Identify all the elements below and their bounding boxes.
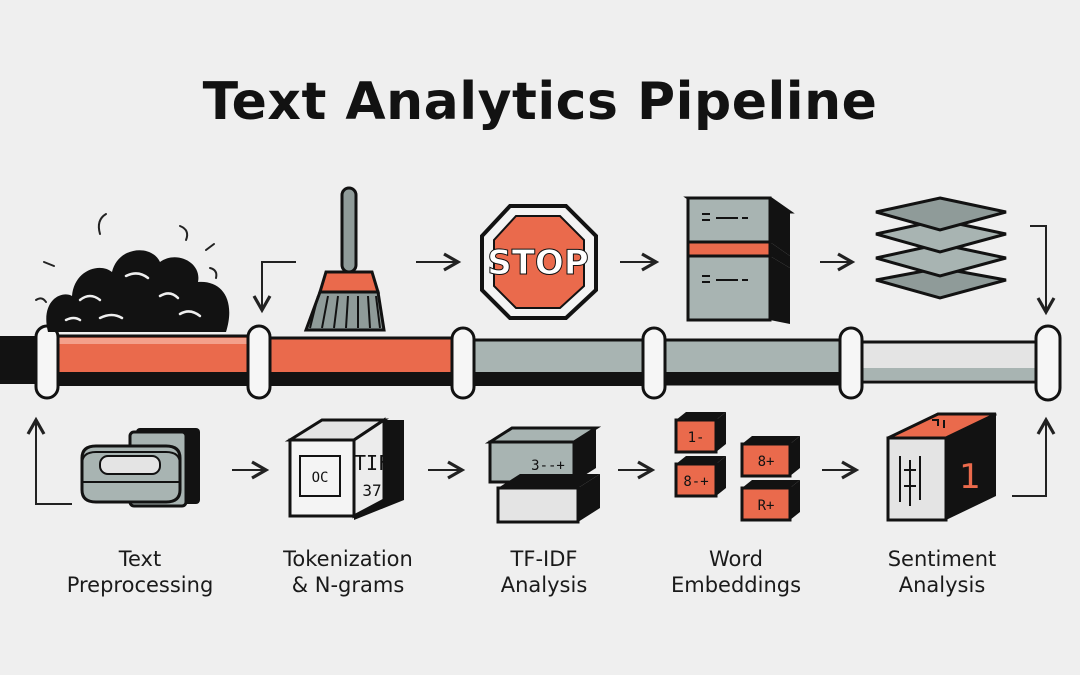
stage-label-line: Embeddings bbox=[670, 573, 802, 597]
embedding-tile: 1- bbox=[674, 412, 726, 454]
stage-label-word-embeddings: Word Embeddings bbox=[636, 546, 836, 598]
tfidf-block-text: 3--+ bbox=[531, 458, 565, 474]
embedding-tile: 8+ bbox=[740, 436, 800, 478]
stage-label-line: TF-IDF bbox=[510, 547, 578, 571]
diagram-title: Text Analytics Pipeline bbox=[202, 72, 878, 132]
embedding-tiles-icon: 1- 8+ 8-+ R+ bbox=[674, 412, 800, 522]
broom-icon bbox=[303, 186, 386, 332]
flow-arrow bbox=[1012, 416, 1056, 497]
pipe bbox=[0, 324, 1062, 402]
stage-label-tfidf: TF-IDF Analysis bbox=[444, 546, 644, 598]
stop-sign-text: STOP bbox=[487, 243, 589, 283]
token-cube-icon: OC TIF 37 bbox=[284, 417, 404, 520]
cube-text-tif: TIF bbox=[354, 451, 390, 475]
tray-device-icon bbox=[80, 428, 200, 508]
stage-label-line: Text bbox=[118, 547, 162, 571]
embedding-tile: 8-+ bbox=[674, 456, 726, 498]
tile-text: R+ bbox=[758, 498, 775, 514]
stage-label-sentiment: Sentiment Analysis bbox=[842, 546, 1042, 598]
flow-arrow bbox=[252, 261, 296, 314]
flow-arrow bbox=[26, 416, 72, 505]
stage-label-text-preprocessing: Text Preprocessing bbox=[40, 546, 240, 598]
stop-sign-icon: STOP bbox=[480, 204, 598, 320]
debris-pile-icon bbox=[35, 213, 230, 332]
pipe-coupling bbox=[450, 326, 476, 400]
pipe-coupling bbox=[1034, 324, 1062, 402]
tile-text: 8-+ bbox=[683, 474, 708, 490]
cube-face-text: OC bbox=[312, 470, 329, 486]
sentiment-cube-icon: 1 bbox=[886, 412, 997, 522]
stage-label-line: Analysis bbox=[898, 573, 986, 597]
stage-label-tokenization: Tokenization & N-grams bbox=[248, 546, 448, 598]
layers-stack-icon bbox=[875, 196, 1007, 300]
tile-text: 8+ bbox=[758, 454, 775, 470]
stage-label-line: Tokenization bbox=[283, 547, 413, 571]
pipe-coupling bbox=[641, 326, 667, 400]
document-blocks-icon bbox=[683, 196, 795, 324]
pipe-coupling bbox=[246, 324, 272, 400]
pipe-coupling bbox=[34, 324, 60, 400]
flow-arrow bbox=[1030, 225, 1056, 316]
tfidf-blocks-icon: 3--+ bbox=[484, 426, 602, 524]
stage-label-line: Preprocessing bbox=[66, 573, 214, 597]
pipe-coupling bbox=[838, 326, 864, 400]
tile-text: 1- bbox=[688, 430, 705, 446]
sentiment-number: 1 bbox=[959, 457, 981, 497]
stage-label-line: Word bbox=[709, 547, 763, 571]
stage-label-line: Sentiment bbox=[887, 547, 997, 571]
embedding-tile: R+ bbox=[740, 480, 800, 522]
stage-label-line: Analysis bbox=[500, 573, 588, 597]
stage-label-line: & N-grams bbox=[291, 573, 405, 597]
cube-text-37: 37 bbox=[362, 481, 381, 500]
